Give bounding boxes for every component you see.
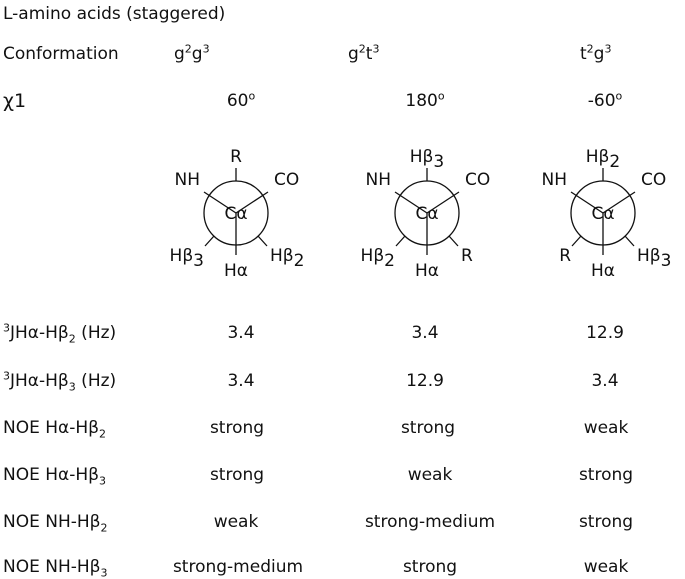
back-bond-right <box>448 235 459 247</box>
back-label-right: Hβ3 <box>637 246 671 271</box>
back-label-left: R <box>559 246 571 266</box>
back-bond-left <box>571 235 582 247</box>
j-hb3-value-1: 3.4 <box>227 371 255 391</box>
front-bond-nh <box>570 191 604 214</box>
back-label-top: R <box>230 147 242 167</box>
j-hb2-value-3: 12.9 <box>586 323 624 343</box>
back-bond-right <box>624 235 635 247</box>
noe-nh-hb3-value-3: weak <box>583 557 629 577</box>
back-bond-left <box>204 235 215 247</box>
front-bond-nh <box>203 191 237 214</box>
noe-ha-hb3-value-2: weak <box>407 465 453 485</box>
front-label-nh: NH <box>542 170 568 190</box>
j-hb2-value-2: 3.4 <box>411 323 439 343</box>
j-hb2-value-1: 3.4 <box>227 323 255 343</box>
front-label-nh: NH <box>175 170 201 190</box>
noe-ha-hb2-value-1: strong <box>209 418 265 438</box>
back-bond-left <box>395 235 406 247</box>
front-label-co: CO <box>641 170 666 190</box>
noe-ha-hb3-value-3: strong <box>578 465 634 485</box>
noe-ha-hb2-value-3: weak <box>583 418 629 438</box>
chi-value-3: -60o <box>587 89 623 111</box>
noe-ha-hb3-label: NOE Hα-Hβ3 <box>3 465 106 488</box>
noe-ha-hb2-value-2: strong <box>400 418 456 438</box>
chi-label: χ1 <box>3 90 27 112</box>
j-hb3-label: 3JHα-Hβ3 (Hz) <box>3 369 117 394</box>
front-bond-co <box>602 191 636 214</box>
front-bond-co <box>235 191 269 214</box>
j-hb3-value-2: 12.9 <box>406 371 444 391</box>
back-label-right: R <box>461 246 473 266</box>
chi-value-1: 60o <box>226 89 256 111</box>
back-label-right: Hβ2 <box>270 246 304 271</box>
noe-nh-hb2-value-3: strong <box>578 512 634 532</box>
conformation-2: g2t3 <box>348 42 380 64</box>
conformation-1: g2g3 <box>174 42 210 64</box>
noe-ha-hb3-value-1: strong <box>209 465 265 485</box>
front-label-nh: NH <box>366 170 392 190</box>
j-hb2-label: 3JHα-Hβ2 (Hz) <box>3 321 117 346</box>
back-label-left: Hβ2 <box>361 246 395 271</box>
front-label-co: CO <box>465 170 490 190</box>
front-bond-co <box>426 191 460 214</box>
noe-nh-hb2-value-1: weak <box>213 512 259 532</box>
front-bond-nh <box>394 191 428 214</box>
front-label-ha: Hα <box>224 261 248 281</box>
conformation-3: t2g3 <box>580 42 612 64</box>
j-hb3-value-3: 3.4 <box>591 371 619 391</box>
front-label-co: CO <box>274 170 299 190</box>
noe-nh-hb2-label: NOE NH-Hβ2 <box>3 512 108 535</box>
back-bond-right <box>257 235 268 247</box>
noe-nh-hb3-value-1: strong-medium <box>172 557 304 577</box>
noe-nh-hb2-value-2: strong-medium <box>364 512 496 532</box>
noe-nh-hb3-label: NOE NH-Hβ3 <box>3 557 108 579</box>
front-label-ha: Hα <box>415 261 439 281</box>
back-label-top: Hβ2 <box>586 147 620 172</box>
front-label-ha: Hα <box>591 261 615 281</box>
conformation-label: Conformation <box>3 44 119 64</box>
back-label-left: Hβ3 <box>170 246 204 271</box>
noe-ha-hb2-label: NOE Hα-Hβ2 <box>3 418 106 441</box>
back-label-top: Hβ3 <box>410 147 444 172</box>
chi-value-2: 180o <box>405 89 445 111</box>
noe-nh-hb3-value-2: strong <box>402 557 458 577</box>
diagram-title: L-amino acids (staggered) <box>3 4 226 24</box>
